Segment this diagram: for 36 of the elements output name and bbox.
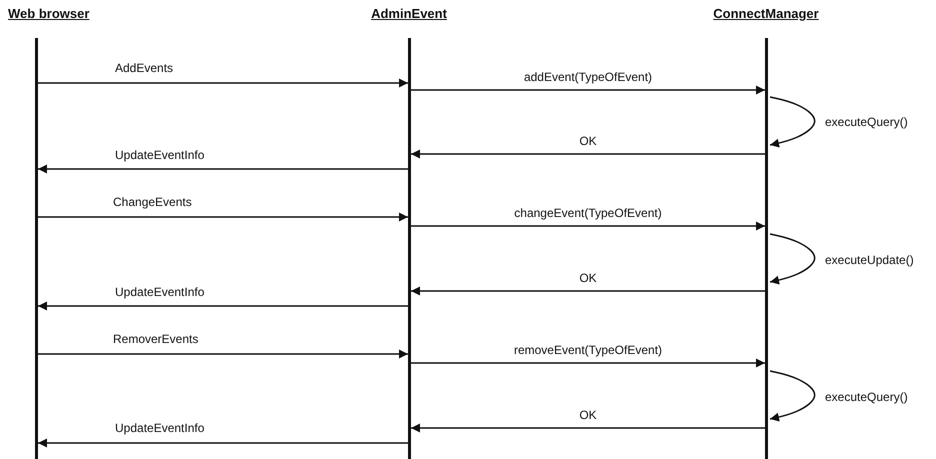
lifeline xyxy=(408,38,411,459)
message-label: OK xyxy=(579,271,597,285)
message-arrow xyxy=(38,212,408,222)
lifeline xyxy=(35,38,38,459)
message-label: UpdateEventInfo xyxy=(115,148,204,162)
message-label: executeQuery() xyxy=(825,115,908,129)
message-label: removeEvent(TypeOfEvent) xyxy=(514,343,662,357)
message-label: RemoverEvents xyxy=(113,332,198,346)
message-label: changeEvent(TypeOfEvent) xyxy=(514,206,662,220)
message-arrow xyxy=(411,86,765,94)
participant-name: Web browser xyxy=(8,6,90,21)
message-arrow xyxy=(411,424,765,432)
message-arrow xyxy=(770,233,816,285)
message-label: OK xyxy=(579,408,597,422)
message-arrow xyxy=(38,350,408,358)
message-arrow xyxy=(38,78,408,88)
message-arrow xyxy=(411,222,765,230)
participant-name: ConnectManager xyxy=(713,6,819,21)
message-arrow xyxy=(411,358,765,368)
message-arrow xyxy=(411,150,765,158)
message-arrow xyxy=(770,370,816,422)
message-arrow xyxy=(770,96,816,148)
message-label: executeQuery() xyxy=(825,390,908,404)
message-arrow xyxy=(38,164,408,174)
message-label: UpdateEventInfo xyxy=(115,421,204,435)
message-label: addEvent(TypeOfEvent) xyxy=(524,70,652,84)
participant-name: AdminEvent xyxy=(371,6,447,21)
message-arrow xyxy=(38,302,408,310)
message-label: ChangeEvents xyxy=(113,195,192,209)
lifeline xyxy=(765,38,768,459)
message-label: OK xyxy=(579,134,597,148)
message-arrow xyxy=(411,286,765,296)
message-arrow xyxy=(38,438,408,448)
message-label: UpdateEventInfo xyxy=(115,285,204,299)
message-label: executeUpdate() xyxy=(825,253,914,267)
message-label: AddEvents xyxy=(115,61,174,75)
